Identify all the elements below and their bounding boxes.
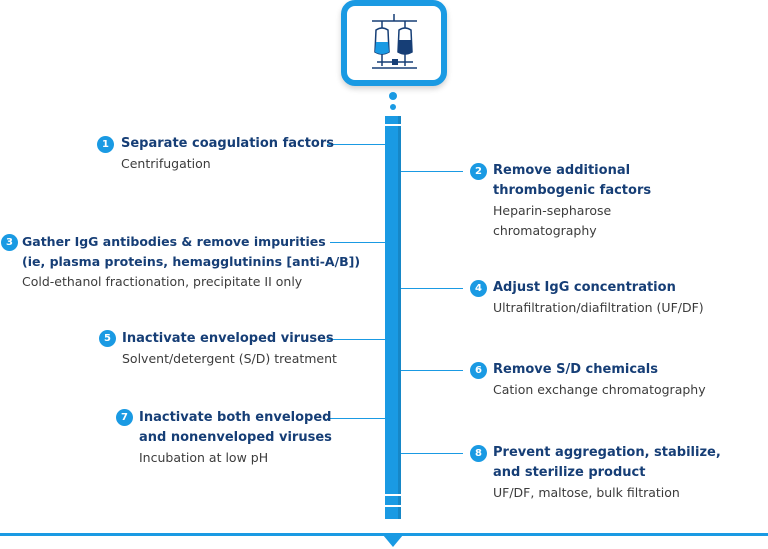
step-number-badge: 7: [116, 409, 133, 426]
step-number-badge: 4: [470, 280, 487, 297]
step-description: Cold-ethanol fractionation, precipitate …: [22, 274, 303, 289]
step-5-connector: [327, 339, 385, 340]
step-title: Inactivate both enveloped: [139, 410, 332, 425]
step-title: Prevent aggregation, stabilize,: [493, 445, 721, 460]
step-title: and sterilize product: [493, 465, 646, 480]
step-title: Adjust IgG concentration: [493, 280, 676, 295]
step-title: Separate coagulation factors: [121, 136, 335, 151]
step-description: Solvent/detergent (S/D) treatment: [122, 351, 337, 366]
step-title: Remove S/D chemicals: [493, 362, 659, 377]
connector-dot: [389, 92, 397, 100]
step-1-connector: [327, 144, 385, 145]
step-description: Centrifugation: [121, 156, 211, 171]
step-title: (ie, plasma proteins, hemagglutinins [an…: [22, 254, 361, 269]
step-description: Incubation at low pH: [139, 450, 269, 465]
plasma-bags-icon: [372, 14, 417, 69]
step-description: UF/DF, maltose, bulk filtration: [493, 485, 680, 500]
step-description: chromatography: [493, 223, 597, 238]
process-column: [385, 116, 401, 519]
step-number-badge: 2: [470, 163, 487, 180]
column-base: [385, 507, 401, 519]
connector-dot: [390, 104, 396, 110]
baseline: [0, 533, 768, 536]
step-6-connector: [401, 370, 463, 371]
step-number-badge: 6: [470, 362, 487, 379]
step-number-badge: 1: [97, 136, 114, 153]
step-number-badge: 3: [1, 234, 18, 251]
column-cap: [385, 116, 401, 124]
step-3-connector: [330, 242, 385, 243]
step-description: Heparin-sepharose: [493, 203, 612, 218]
step-8-connector: [401, 453, 463, 454]
step-title: thrombogenic factors: [493, 183, 652, 198]
step-number-badge: 5: [99, 330, 116, 347]
step-title: Gather IgG antibodies & remove impuritie…: [22, 234, 326, 249]
column-body: [385, 126, 401, 494]
step-title: Remove additional: [493, 163, 631, 178]
step-title: Inactivate enveloped viruses: [122, 331, 334, 346]
step-7-connector: [327, 418, 385, 419]
step-title: and nonenveloped viruses: [139, 430, 332, 445]
step-description: Cation exchange chromatography: [493, 382, 706, 397]
down-arrow-icon: [383, 535, 403, 547]
plasma-bags-icon-box: [341, 0, 447, 86]
step-4-connector: [401, 288, 463, 289]
column-segment: [385, 496, 401, 505]
step-description: Ultrafiltration/diafiltration (UF/DF): [493, 300, 704, 315]
step-2-connector: [401, 171, 463, 172]
step-number-badge: 8: [470, 445, 487, 462]
